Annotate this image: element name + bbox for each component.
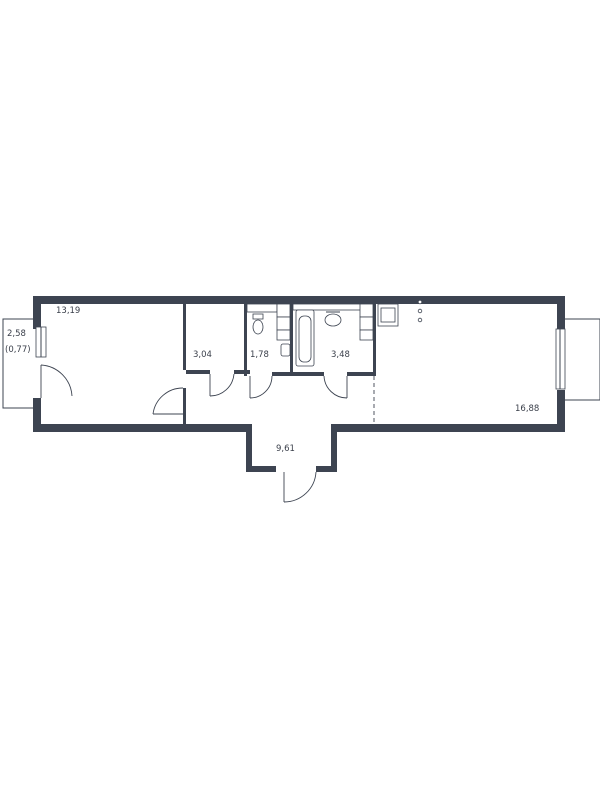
balcony-area-label: 2,58 bbox=[7, 329, 26, 339]
fixtures bbox=[246, 299, 423, 367]
hall-area-label: 9,61 bbox=[276, 444, 295, 454]
kitchen-living-area-label: 16,88 bbox=[515, 404, 539, 414]
balcony-reduced-area-label: (0,77) bbox=[5, 345, 31, 355]
toilet-area-label: 1,78 bbox=[250, 350, 269, 360]
outer-walls bbox=[33, 296, 565, 472]
bedroom-area-label: 13,19 bbox=[56, 306, 80, 316]
doors bbox=[40, 364, 348, 503]
bathroom-area-label: 3,48 bbox=[331, 350, 350, 360]
area-labels: 2,58 (0,77) 13,19 3,04 1,78 3,48 9,61 16… bbox=[5, 306, 539, 454]
balcony bbox=[2, 318, 47, 409]
storage-area-label: 3,04 bbox=[193, 350, 212, 360]
interior-walls bbox=[183, 304, 376, 424]
window-right bbox=[555, 318, 600, 401]
